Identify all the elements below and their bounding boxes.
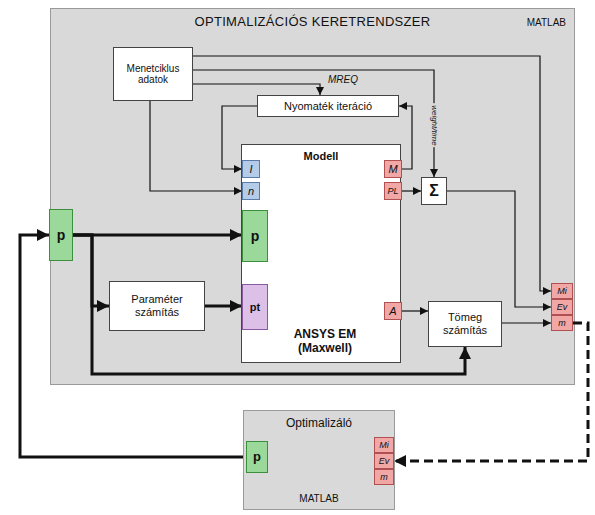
edge-label: MREQ [326,74,360,85]
node-label: Paraméter számítás [110,293,204,318]
output-port: m [551,315,573,331]
node-subtext: MATLAB [527,17,566,29]
connector [447,191,551,307]
node-label: Tömeg számítás [429,311,501,336]
node-label: p [253,450,261,465]
node-subtext: MATLAB [244,493,394,505]
process-box: Nyomaték iteráció [257,95,399,117]
input-port: n [242,182,260,200]
connector [193,84,320,95]
output-port: A [384,302,402,320]
node-label: Menetciklus adatok [114,63,192,86]
framework-panel: OPTIMALIZÁCIÓS KERETRENDSZERMATLAB Menetc… [50,8,575,385]
sum-box: Σ [421,177,447,205]
node-subtext: ANSYS EM (Maxwell) [272,328,378,356]
output-port: Mi [374,437,394,453]
node-label: n [248,185,254,198]
node-label: Nyomaték iteráció [284,100,372,113]
connector [402,310,428,311]
connector [193,70,434,177]
node-heading: Modell [242,150,400,163]
process-box: Tömeg számítás [428,301,502,347]
connector [73,234,242,237]
output-port: Ev [551,299,573,315]
node-label: pt [250,301,260,314]
process-box: Menetciklus adatok [113,47,193,101]
node-heading: OPTIMALIZÁCIÓS KERETRENDSZER [51,15,574,30]
parameter-port: p [242,210,268,262]
node-heading: Optimalizáló [244,417,394,431]
node-label: Mi [557,286,567,296]
output-port: Ev [374,453,394,469]
connector [502,322,551,323]
node-label: Σ [429,182,439,200]
node-label: PL [387,186,398,196]
connector [205,305,242,308]
node-label: m [380,472,388,482]
node-label: m [558,318,566,328]
node-label: Mi [379,440,389,450]
edge-label: weight/time [429,103,438,147]
parameter-port: p [246,441,268,473]
output-port: PL [384,182,402,200]
node-label: I [249,163,252,176]
connector [150,101,242,191]
output-port: Mi [551,283,573,299]
node-label: A [389,305,396,318]
node-label: M [388,163,397,176]
connector [402,190,421,191]
output-port: M [384,160,402,178]
node-label: Ev [557,302,568,312]
connector [20,235,246,457]
model-box: ModellANSYS EM (Maxwell) In p pt M PL A [241,144,401,363]
node-label: Ev [379,456,390,466]
input-port: I [242,160,260,178]
parameter-port: p [49,209,73,261]
node-label: p [251,228,260,244]
parameter-port: pt [242,284,268,330]
process-box: Paraméter számítás [109,281,205,331]
optimizer-box: OptimalizálóMATLAB p MiEv m [243,410,395,510]
node-label: p [57,227,66,243]
output-port: m [374,469,394,485]
